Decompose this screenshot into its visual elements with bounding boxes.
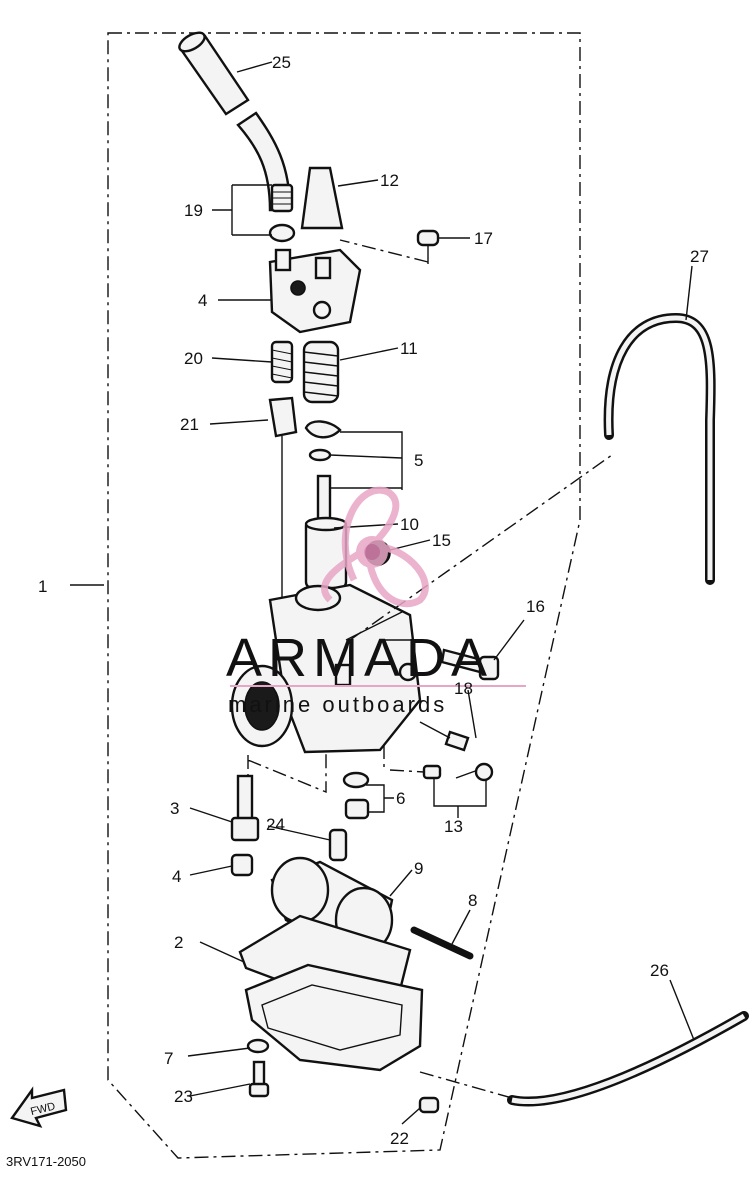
watermark-brand: ARMADA bbox=[226, 628, 493, 688]
callout-11: 9 bbox=[414, 859, 423, 878]
part-7-float-pin bbox=[410, 926, 474, 960]
callout-3: 3 bbox=[170, 799, 179, 818]
callout-8: 22 bbox=[390, 1129, 409, 1148]
callout-17: 15 bbox=[432, 531, 451, 550]
part-3-needle-jet bbox=[230, 774, 260, 842]
callout-27: 27 bbox=[690, 247, 709, 266]
callout-9: 23 bbox=[174, 1087, 193, 1106]
callout-7: 8 bbox=[468, 891, 477, 910]
callout-5: 5 bbox=[414, 451, 423, 470]
callout-22: 20 bbox=[184, 349, 203, 368]
part-27-hose bbox=[603, 312, 716, 585]
part-15-cap bbox=[300, 166, 344, 230]
part-9-bolt bbox=[248, 1060, 270, 1098]
part-16-pilot-screw bbox=[422, 762, 494, 782]
diagram-code: 3RV171-2050 bbox=[6, 1154, 86, 1169]
fwd-arrow-icon: FWD bbox=[10, 1086, 68, 1128]
callout-4-top: 4 bbox=[198, 291, 207, 310]
callout-4-lower: 4 bbox=[172, 867, 181, 886]
part-22-small-spring bbox=[270, 340, 294, 384]
part-19-screw bbox=[416, 229, 440, 264]
part-27-hose-inner bbox=[606, 315, 714, 580]
part-20-screw bbox=[419, 721, 470, 752]
part-26-hose bbox=[507, 1011, 749, 1107]
callout-labels: 25 12 19 17 27 4 20 11 21 5 10 15 1 16 1… bbox=[38, 53, 709, 1148]
callout-23: 21 bbox=[180, 415, 199, 434]
part-12-throttle-valve bbox=[304, 474, 348, 590]
callout-1: 1 bbox=[38, 577, 47, 596]
watermark-tagline: marine outboards bbox=[228, 692, 447, 717]
callout-24: 24 bbox=[266, 815, 285, 834]
callout-26: 26 bbox=[650, 961, 669, 980]
leader-lines bbox=[70, 61, 695, 1125]
part-24-jet bbox=[328, 828, 348, 862]
part-10-washer bbox=[246, 1038, 270, 1054]
callout-20: 18 bbox=[454, 679, 473, 698]
assembly-boundary bbox=[107, 32, 581, 1159]
callout-18: 16 bbox=[526, 597, 545, 616]
fwd-label: FWD bbox=[29, 1100, 56, 1118]
callout-13: 11 bbox=[400, 339, 418, 358]
part-26-hose-inner bbox=[511, 1013, 746, 1104]
callout-10: 7 bbox=[164, 1049, 173, 1068]
watermark-logo-icon bbox=[321, 486, 429, 608]
callout-6: 6 bbox=[396, 789, 405, 808]
callout-2: 2 bbox=[174, 933, 183, 952]
part-21-fitting bbox=[268, 183, 296, 243]
float-bowl bbox=[244, 963, 424, 1072]
part-8-drain-screw bbox=[418, 1096, 440, 1114]
part-23-adjuster bbox=[268, 396, 298, 600]
part-4-chamber-cap bbox=[268, 248, 362, 334]
callout-19: 17 bbox=[474, 229, 493, 248]
part-5-clip bbox=[304, 420, 342, 462]
callout-21: 19 bbox=[184, 201, 203, 220]
part-18-screw bbox=[440, 648, 500, 681]
callout-16: 13 bbox=[444, 817, 463, 836]
callout-15: 12 bbox=[380, 171, 399, 190]
part-6-jets bbox=[342, 771, 370, 820]
part-4-main-jet bbox=[230, 853, 254, 877]
part-13-throttle-spring bbox=[302, 340, 340, 404]
callout-25: 25 bbox=[272, 53, 291, 72]
callout-12: 10 bbox=[400, 515, 419, 534]
